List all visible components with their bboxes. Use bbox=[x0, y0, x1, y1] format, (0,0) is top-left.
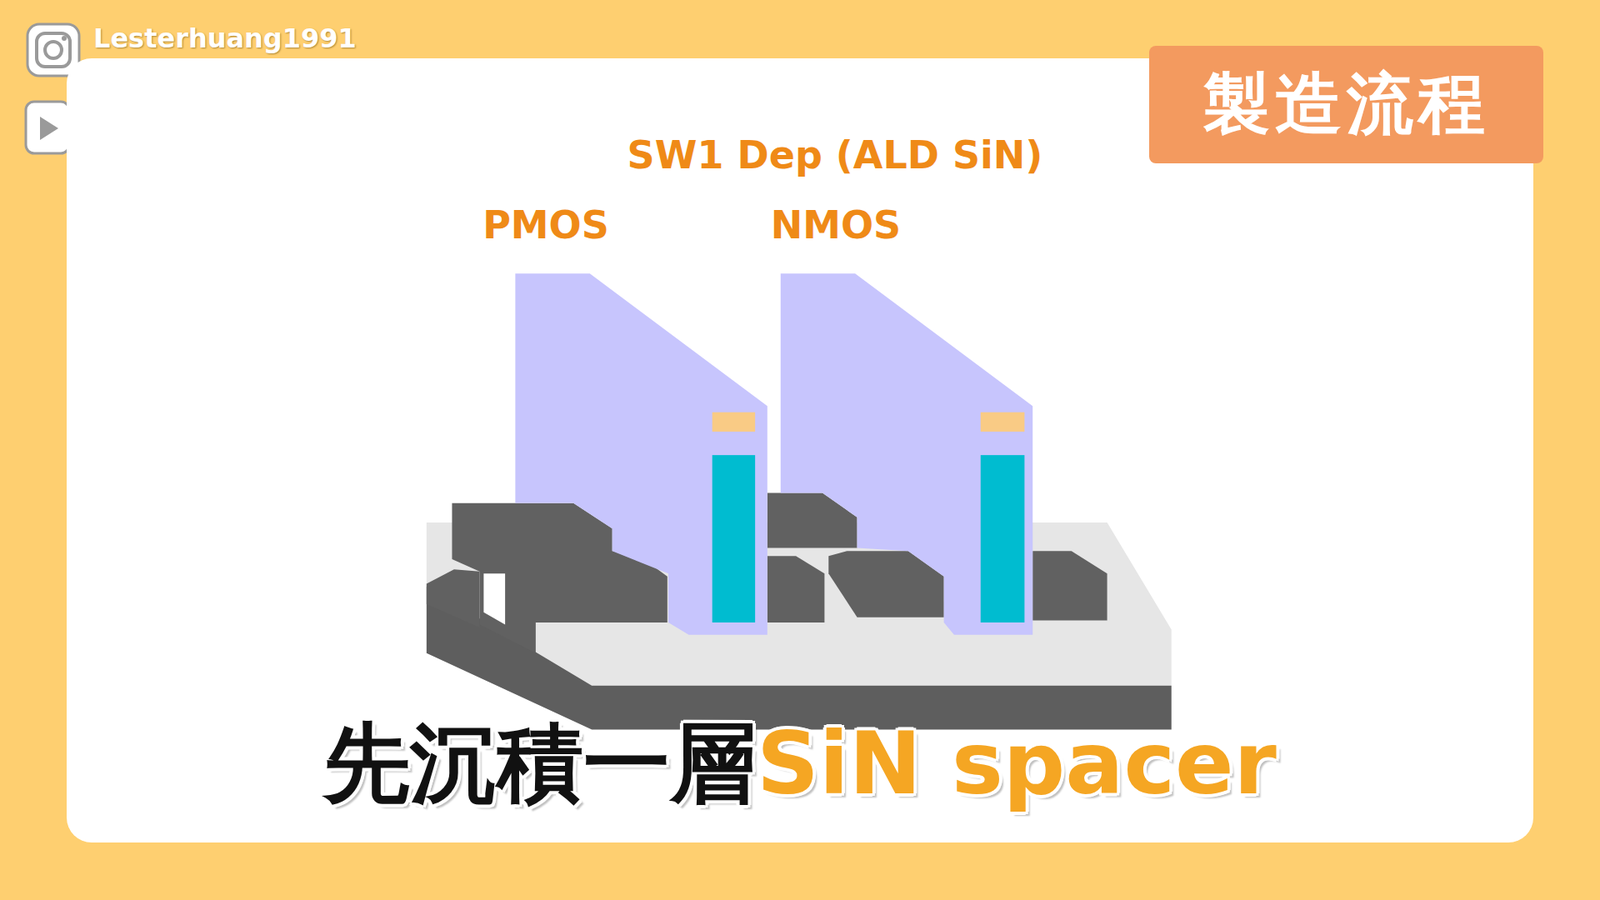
nmos-gate-spacer bbox=[780, 273, 1033, 635]
instagram-lens bbox=[45, 41, 62, 59]
youtube-icon bbox=[25, 101, 70, 154]
instagram-dot bbox=[61, 35, 67, 41]
youtube-play bbox=[40, 116, 59, 140]
process-step: SW1 Dep (ALD SiN) bbox=[627, 132, 1044, 178]
subtitle-highlight: SiN spacer bbox=[756, 711, 1277, 816]
instagram-frame bbox=[36, 33, 70, 67]
pmos-gate-metal bbox=[712, 455, 755, 623]
finfet-structure bbox=[426, 273, 1172, 730]
nmos-gate-metal bbox=[980, 455, 1025, 623]
pmos-fin-end bbox=[426, 569, 480, 628]
subtitle-holder: 先沉積一層SiN spacer bbox=[0, 711, 1600, 816]
nmos-fin-right bbox=[1032, 550, 1107, 620]
title-text: 製造流程 bbox=[1203, 60, 1490, 150]
fin-notch bbox=[483, 573, 505, 625]
label-holder: Lesterhuang1991 bbox=[93, 24, 357, 54]
pmos-gate-cap bbox=[712, 412, 755, 432]
subtitle-text: 先沉積一層 bbox=[323, 711, 757, 816]
nmos-fin-mid bbox=[767, 555, 825, 623]
device-label: PMOS bbox=[482, 202, 610, 248]
label-holder: SW1 Dep (ALD SiN) bbox=[627, 134, 1044, 177]
nmos-gate-cap bbox=[980, 412, 1025, 432]
instagram-icon bbox=[27, 24, 80, 76]
pmos-gate-spacer bbox=[515, 273, 767, 635]
watermark-text: Lesterhuang1991 bbox=[93, 22, 357, 55]
label-holder: PMOS bbox=[482, 204, 610, 247]
white-panel bbox=[66, 58, 1534, 843]
label-holder: NMOS bbox=[770, 204, 902, 247]
title-badge bbox=[1149, 45, 1544, 164]
device-label: NMOS bbox=[770, 202, 902, 248]
title-holder: 製造流程 bbox=[1149, 45, 1544, 164]
